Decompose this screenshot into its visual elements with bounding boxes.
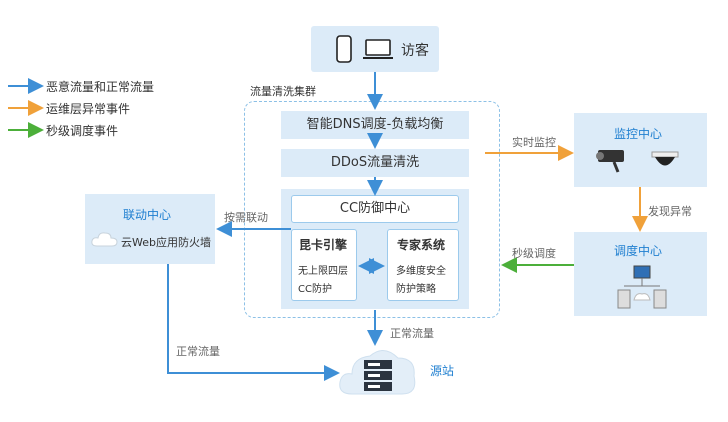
edge-label-ondemand: 按需联动 [224,211,268,224]
monitor-center-box: 监控中心 [574,113,707,187]
server-network-icon [617,265,667,309]
load-balance-label: 智能DNS调度-负载均衡 [306,117,444,132]
edge-label-realtime: 实时监控 [512,136,556,149]
origin-label: 源站 [430,364,455,378]
legend-label-ops: 运维层异常事件 [46,102,131,116]
linkage-center-box: 联动中心 云Web应用防火墙 [85,194,215,264]
legend-label-traffic: 恶意流量和正常流量 [46,80,155,94]
expert-title: 专家系统 [397,238,446,252]
dispatch-center-box: 调度中心 [574,232,707,316]
laptop-icon [363,39,393,59]
dome-camera-icon [651,151,679,166]
legend-label-dispatch: 秒级调度事件 [46,124,119,138]
expert-line1: 多维度安全 [396,266,446,277]
edge-label-normal-center: 正常流量 [390,327,434,340]
visitor-label: 访客 [401,43,429,59]
expert-system-box: 专家系统 多维度安全 防护策略 [387,229,459,301]
linkage-sub: 云Web应用防火墙 [121,236,211,249]
dispatch-title: 调度中心 [614,244,663,258]
ddos-box: DDoS流量清洗 [281,149,469,177]
linkage-title: 联动中心 [123,208,172,222]
expert-line2: 防护策略 [396,284,436,295]
edge-label-normal-left: 正常流量 [176,345,220,358]
cluster-label: 流量清洗集群 [250,85,316,98]
kunka-line2: CC防护 [298,284,332,295]
visitor-box: 访客 [311,26,439,72]
kunka-line1: 无上限四层 [298,266,348,277]
cc-center-box: CC防御中心 [291,195,459,223]
edge-label-seconds: 秒级调度 [512,247,556,260]
origin-server-icon [339,350,416,395]
edge-label-anomaly: 发现异常 [648,205,692,218]
bullet-camera-icon [596,150,624,173]
kunka-engine-box: 昆卡引擎 无上限四层 CC防护 [291,229,357,301]
cloud-icon [91,232,118,247]
kunka-title: 昆卡引擎 [299,238,348,252]
ddos-label: DDoS流量清洗 [330,155,420,170]
phone-icon [336,35,352,63]
cc-center-label: CC防御中心 [339,201,411,216]
monitor-title: 监控中心 [614,127,663,141]
